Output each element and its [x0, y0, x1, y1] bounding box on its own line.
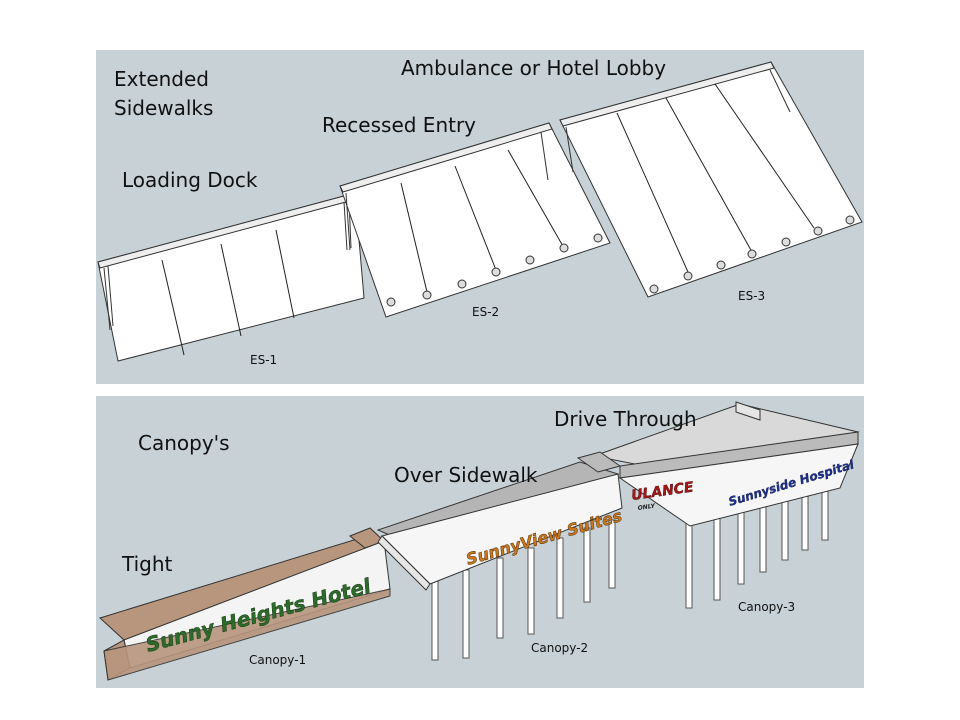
canopy3-id-label: Canopy-3: [738, 600, 795, 614]
es3-id-label: ES-3: [738, 289, 765, 303]
drive-through-label: Drive Through: [554, 407, 697, 431]
canopies-panel: Sunny Heights Hotel SunnyView Suites: [96, 396, 864, 688]
es1-slab: [97, 192, 365, 362]
over-sidewalk-label: Over Sidewalk: [394, 463, 538, 487]
es2-slab: [339, 122, 611, 318]
canopy2-model: SunnyView Suites: [376, 461, 624, 661]
canopy1-model: Sunny Heights Hotel: [99, 527, 391, 681]
es2-id-label: ES-2: [472, 305, 499, 319]
recessed-entry-label: Recessed Entry: [322, 113, 476, 137]
extended-sidewalks-panel: Extended Sidewalks Loading Dock Recessed…: [96, 50, 864, 384]
tight-label: Tight: [121, 552, 173, 576]
canopies-heading: Canopy's: [138, 431, 230, 455]
canopy3-model: ULANCE ONLY Sunnyside Hospital: [576, 401, 860, 609]
canopy2-id-label: Canopy-2: [531, 641, 588, 655]
extended-heading-line1: Extended: [114, 67, 209, 91]
loading-dock-label: Loading Dock: [122, 168, 258, 192]
extended-sidewalks-drawing: Extended Sidewalks Loading Dock Recessed…: [97, 56, 863, 367]
canopy1-id-label: Canopy-1: [249, 653, 306, 667]
es1-id-label: ES-1: [250, 353, 277, 367]
extended-heading-line2: Sidewalks: [114, 96, 213, 120]
canopies-drawing: Sunny Heights Hotel SunnyView Suites: [99, 401, 860, 681]
canopy3-sign-ambulance-small: ONLY: [637, 503, 656, 512]
es3-slab: [559, 61, 863, 298]
ambulance-lobby-label: Ambulance or Hotel Lobby: [401, 56, 666, 80]
